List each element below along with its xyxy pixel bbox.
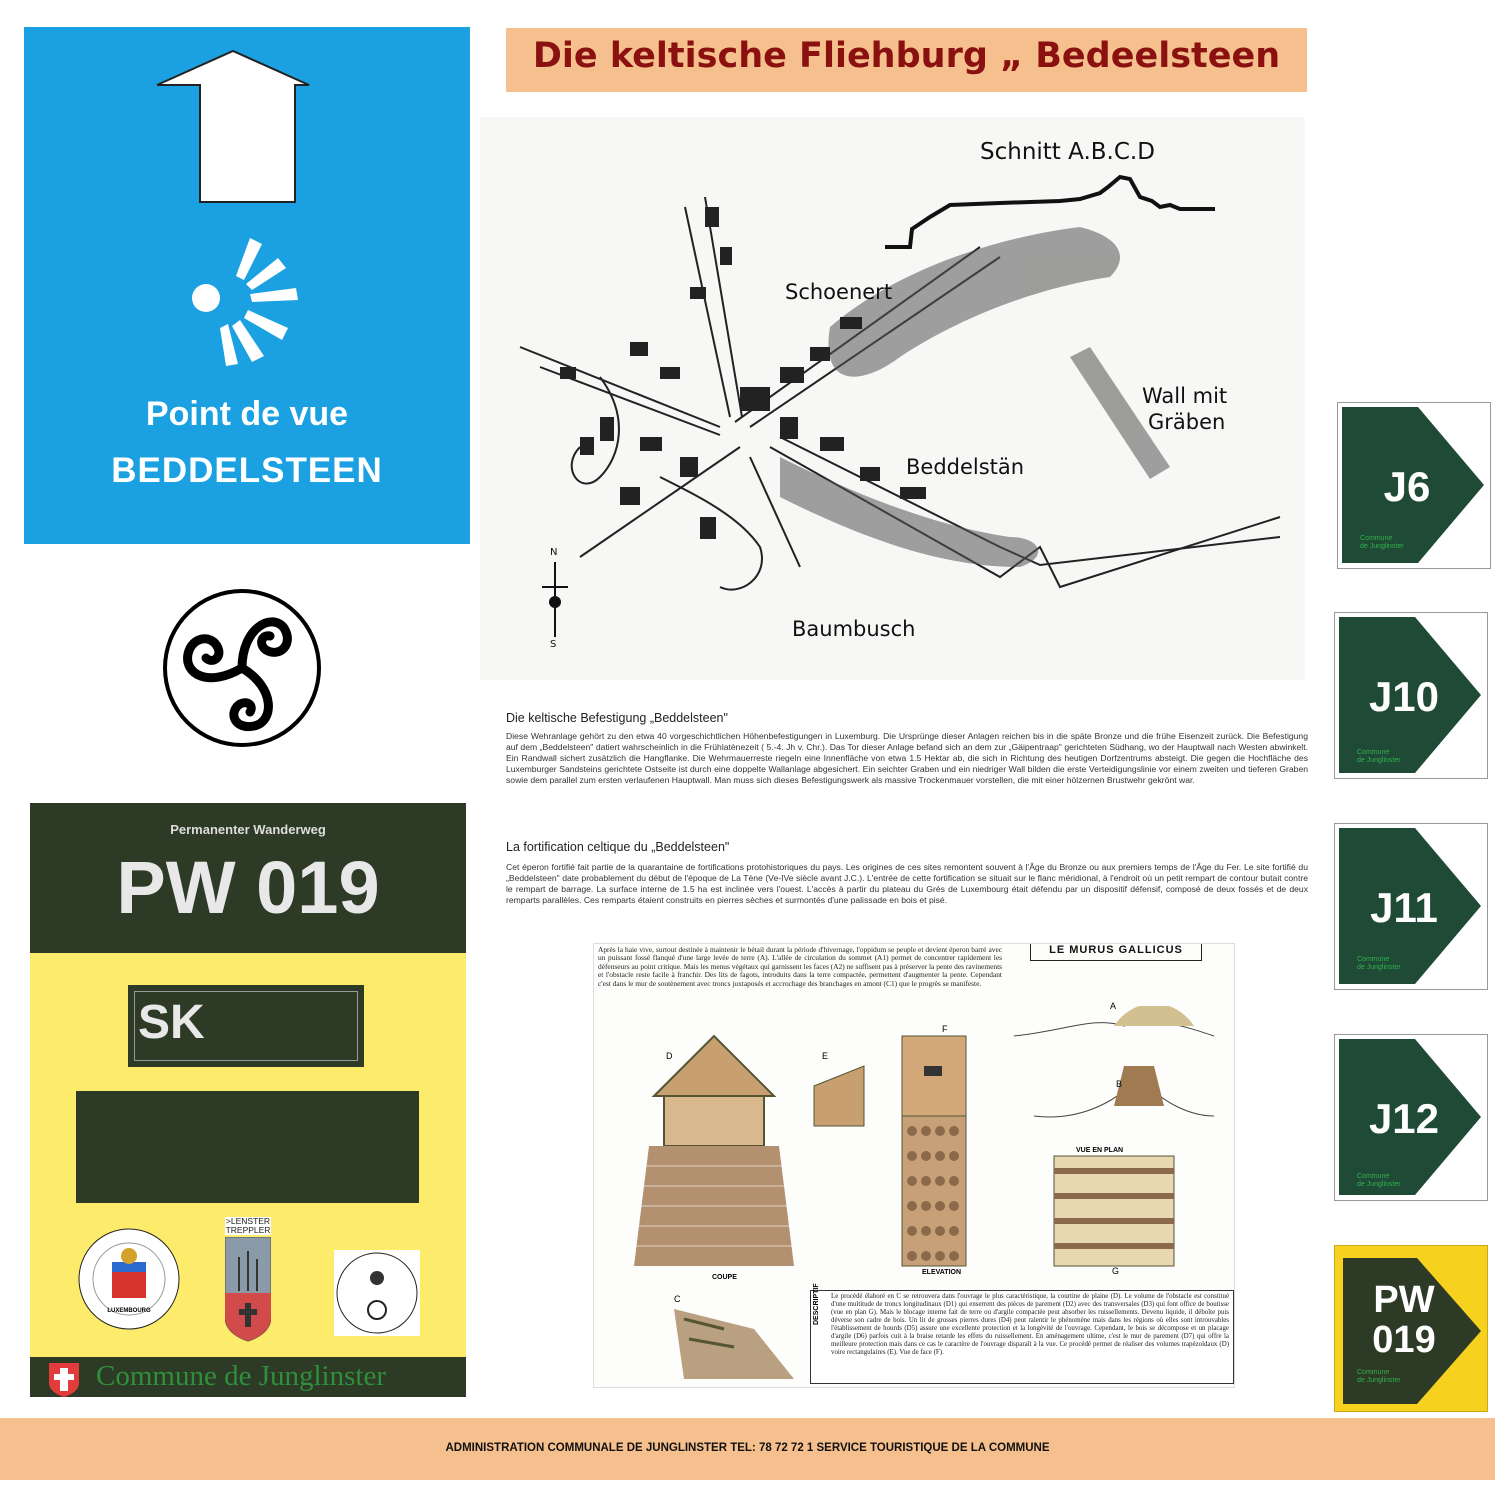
lenster-treppler-shield [225, 1237, 271, 1342]
map-drawing [519, 174, 1281, 637]
map-label-wall: Wall mit [1142, 384, 1228, 408]
lenster-treppler-text: >LENSTER TREPPLER [225, 1216, 271, 1235]
descriptif-text: Le procédé élaboré en C se retrouvera da… [831, 1293, 1229, 1356]
map-label-baumbusch: Baumbusch [792, 617, 916, 641]
badge-label: J10 [1368, 673, 1440, 720]
blank-plate [76, 1091, 419, 1203]
letter-g: G [1112, 1266, 1120, 1276]
badge-commune: Commune de Junglinster [1357, 1173, 1401, 1188]
page-title: Die keltische Fliehburg „ Bedeelsteen [532, 36, 1281, 76]
section-label: Schnitt A.B.C.D [980, 139, 1155, 165]
descriptif-label: DESCRIPTIF [813, 1283, 820, 1325]
letter-a: A [1110, 1001, 1117, 1011]
badge-j10: J10 Commune de Junglinster [1334, 612, 1488, 779]
letter-f: F [942, 1024, 948, 1034]
murus-drawings [634, 1006, 1215, 1267]
murus-gallicus-plate: Après la haie vive, surtout destinée à m… [593, 943, 1235, 1388]
pw-trail-panel: Permanenter Wanderweg PW 019 SK LUXEMBOU… [30, 803, 466, 1397]
caption-elevation: ELEVATION [922, 1269, 962, 1276]
pw-header: Permanenter Wanderweg PW 019 [30, 803, 466, 953]
murus-title: LE MURUS GALLICUS [1030, 944, 1202, 961]
badge-j11: J11 Commune de Junglinster [1334, 823, 1488, 990]
badge-j6: J6 Commune de Junglinster [1337, 402, 1491, 569]
french-heading: La fortification celtique du „Beddelstee… [506, 840, 730, 854]
viewpoint-panel: Point de vue BEDDELSTEEN [24, 27, 470, 544]
flmp-logo [78, 1228, 180, 1330]
french-body: Cet éperon fortifié fait partie de la qu… [506, 862, 1308, 905]
badge-label: J12 [1368, 1095, 1440, 1142]
map-label-schoenert: Schoenert [785, 280, 893, 304]
map-label-graben: Gräben [1148, 410, 1226, 434]
letter-e: E [822, 1051, 829, 1061]
badge-label: J6 [1383, 463, 1431, 510]
sk-label: SK [138, 996, 205, 1049]
badge-commune: Commune de Junglinster [1360, 535, 1404, 550]
commune-bar: Commune de Junglinster [30, 1357, 466, 1397]
german-body: Diese Wehranlage gehört zu den etwa 40 v… [506, 731, 1308, 785]
viewpoint-title: Point de vue [145, 395, 349, 433]
triskele-icon [163, 589, 321, 747]
map-label-beddelstan: Beddelstän [906, 455, 1025, 479]
viewpoint-sun-icon [192, 238, 298, 366]
village-map: Schnitt A.B.C.D Schoenert Wall mit Gräbe… [480, 117, 1305, 680]
flmp-bottom: LUXEMBOURG [107, 1308, 151, 1314]
footer-bar: ADMINISTRATION COMMUNALE DE JUNGLINSTER … [0, 1418, 1495, 1480]
sk-box: SK [128, 985, 364, 1067]
letter-c: C [674, 1294, 681, 1304]
badge-label: J11 [1370, 884, 1438, 931]
murus-intro: Après la haie vive, surtout destinée à m… [598, 946, 1002, 988]
badge-pw019: PW 019 Commune de Junglinster [1334, 1245, 1488, 1412]
letter-d: D [666, 1051, 673, 1061]
up-arrow-icon [156, 49, 310, 203]
badge-commune: Commune de Junglinster [1357, 956, 1401, 971]
compass-north: N [550, 547, 558, 558]
murus-drawing-c [674, 1309, 794, 1379]
caption-coupe: COUPE [712, 1274, 737, 1281]
viewpoint-name: BEDDELSTEEN [111, 451, 383, 490]
footer-text: ADMINISTRATION COMMUNALE DE JUNGLINSTER … [445, 1442, 1050, 1454]
badge-j12: J12 Commune de Junglinster [1334, 1034, 1488, 1201]
letter-b: B [1116, 1079, 1123, 1089]
junglinster-crest [49, 1363, 79, 1397]
commune-name: Commune de Junglinster [96, 1360, 386, 1392]
badge-label: PW 019 [1372, 1279, 1436, 1361]
page-title-banner: Die keltische Fliehburg „ Bedeelsteen [506, 28, 1307, 92]
badge-commune: Commune de Junglinster [1357, 749, 1401, 764]
german-heading: Die keltische Befestigung „Beddelsteen" [506, 711, 728, 725]
pw-subtitle: Permanenter Wanderweg [170, 822, 326, 837]
pw-code: PW 019 [116, 846, 380, 929]
badge-commune: Commune de Junglinster [1357, 1369, 1401, 1384]
ivv-logo [334, 1250, 420, 1336]
compass-south: S [550, 639, 557, 650]
descriptif-box: DESCRIPTIF Le procédé élaboré en C se re… [810, 1283, 1234, 1384]
caption-vue-en-plan: VUE EN PLAN [1076, 1147, 1124, 1154]
